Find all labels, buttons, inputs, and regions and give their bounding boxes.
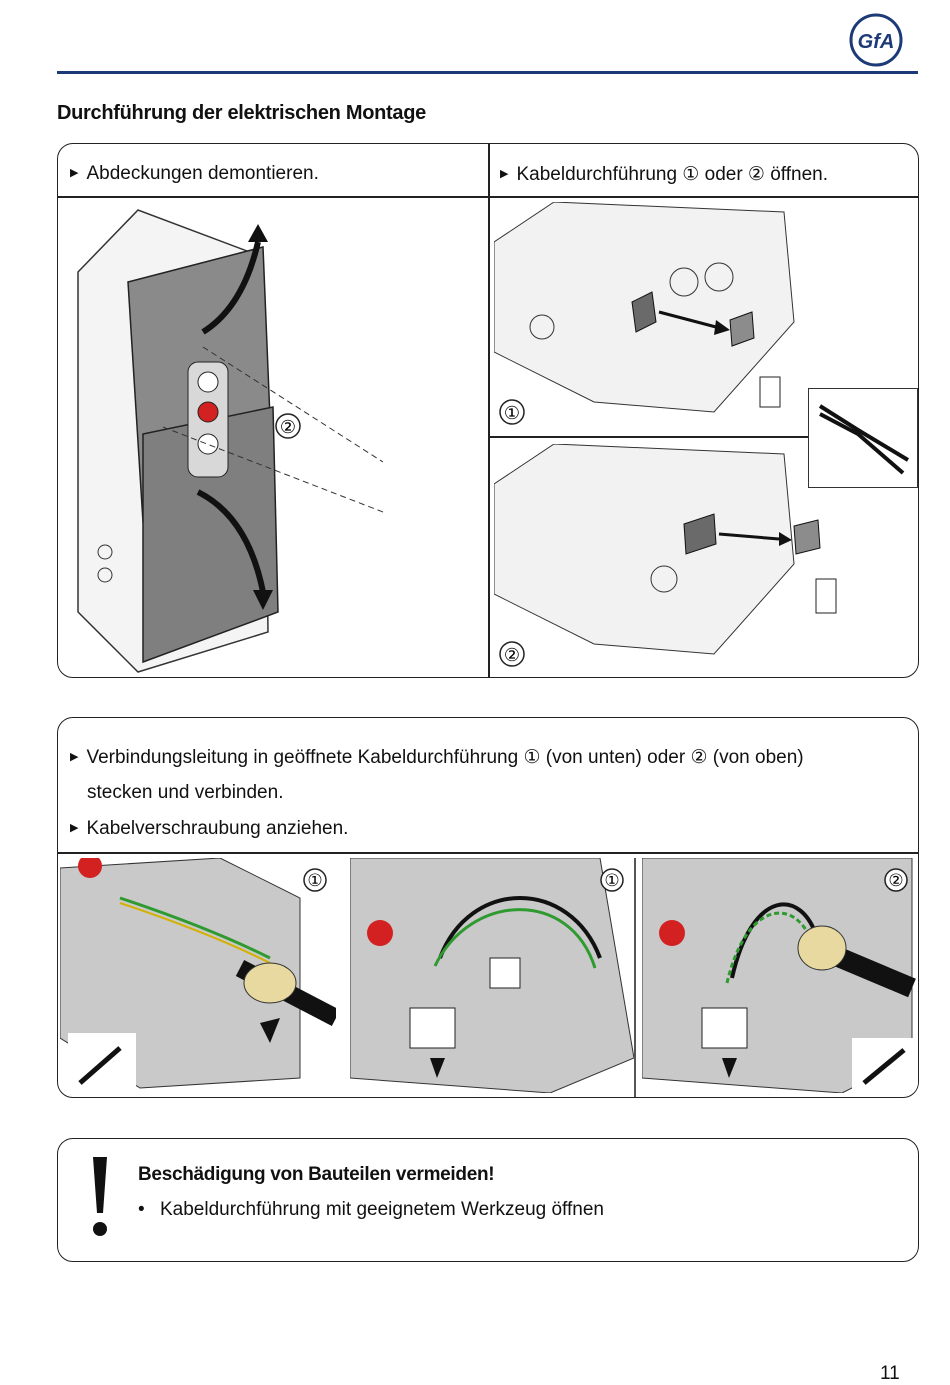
page-title: Durchführung der elektrischen Montage bbox=[57, 102, 426, 124]
step-text: Kabelverschraubung anziehen. bbox=[86, 818, 349, 839]
step-marker-icon: ▶ bbox=[70, 822, 79, 834]
step-text: Kabeldurchführung ① oder ② öffnen. bbox=[516, 164, 829, 185]
label-circle-icon bbox=[884, 868, 908, 892]
figure-label: ② bbox=[888, 871, 903, 890]
knockout-icon bbox=[650, 565, 678, 593]
figure-cable-entry-top: ② bbox=[494, 444, 837, 667]
label-circle-icon bbox=[275, 413, 301, 439]
cable-gland bbox=[243, 962, 297, 1004]
panel-divider bbox=[634, 858, 636, 1097]
figure-label: ② bbox=[504, 645, 520, 665]
figure-connect-panel-3: ② bbox=[642, 858, 918, 1093]
arrow-up-icon bbox=[201, 241, 261, 335]
arrowhead-icon bbox=[779, 532, 792, 546]
wrench-icon bbox=[68, 1033, 136, 1091]
step-open-cable-entry: ▶ Kabeldurchführung ① oder ② öffnen. bbox=[500, 163, 828, 186]
knockout-icon bbox=[704, 262, 734, 292]
gfa-logo: GfA bbox=[849, 13, 903, 67]
button-stop-icon bbox=[367, 920, 393, 946]
bin-icon bbox=[815, 578, 837, 614]
knockout-icon bbox=[529, 314, 555, 340]
lower-cover bbox=[142, 406, 279, 664]
figure-label: ① bbox=[504, 403, 520, 423]
housing-inside bbox=[60, 858, 301, 1089]
figure-connect-panel-2: ① bbox=[350, 858, 634, 1093]
page-number: 11 bbox=[880, 1363, 900, 1384]
wire-black bbox=[730, 902, 819, 979]
knockout-icon bbox=[669, 267, 699, 297]
connector-socket bbox=[489, 957, 521, 989]
bullet-icon: • bbox=[138, 1199, 145, 1220]
housing-open-view bbox=[494, 444, 795, 655]
box2-header-divider bbox=[58, 852, 918, 854]
box1-right-divider bbox=[488, 436, 808, 438]
button-stop-icon bbox=[659, 920, 685, 946]
step-text: Verbindungsleitung in geöffnete Kabeldur… bbox=[86, 747, 804, 768]
arrow-right-icon bbox=[658, 310, 717, 329]
warning-title: Beschädigung von Bauteilen vermeiden! bbox=[138, 1164, 495, 1185]
arrow-down-icon bbox=[196, 489, 266, 593]
figure-label: ① bbox=[604, 871, 619, 890]
wire-green bbox=[119, 896, 271, 960]
button-down-icon bbox=[197, 433, 219, 455]
arrowhead-icon bbox=[248, 224, 268, 242]
wire-green bbox=[725, 911, 814, 984]
wire-green bbox=[433, 908, 597, 969]
warning-item-text: Kabeldurchführung mit geeignetem Werkzeu… bbox=[160, 1199, 604, 1220]
step-text: Abdeckungen demontieren. bbox=[86, 163, 319, 184]
knockout-plug bbox=[683, 513, 717, 555]
arrow-right-icon bbox=[718, 532, 780, 541]
logo-text: GfA bbox=[858, 31, 895, 53]
label-circle-icon bbox=[499, 641, 525, 667]
label-circle-icon bbox=[499, 399, 525, 425]
connector-plug bbox=[701, 1007, 748, 1049]
bin-icon bbox=[759, 376, 781, 408]
step-box-remove-covers: ▶ Abdeckungen demontieren. ▶ Kabeldurchfüh… bbox=[57, 143, 919, 678]
step-marker-icon: ▶ bbox=[70, 167, 79, 179]
step-insert-cable-continued: stecken und verbinden. bbox=[87, 782, 284, 803]
figure-cable-entry-bottom: ① bbox=[494, 202, 795, 425]
arrow-down-icon bbox=[260, 1018, 280, 1043]
cable-gland bbox=[797, 925, 847, 971]
removed-plug bbox=[793, 519, 821, 555]
exclamation-icon bbox=[93, 1157, 107, 1236]
wire-black bbox=[438, 896, 602, 959]
knockout-icon bbox=[97, 567, 113, 583]
step-marker-icon: ▶ bbox=[70, 751, 79, 763]
arrow-down-icon bbox=[722, 1058, 737, 1078]
screw-axis-line bbox=[202, 346, 384, 463]
figure-label: ② bbox=[280, 417, 296, 437]
wrench-icon bbox=[852, 1038, 918, 1093]
figure-pliers-inset bbox=[808, 388, 918, 488]
figure-housing-covers: ② ① bbox=[77, 209, 384, 673]
knockout-icon bbox=[97, 544, 113, 560]
step-box-connect-cable: ▶ Verbindungsleitung in geöffnete Kabeldu… bbox=[57, 717, 919, 1098]
header-rule bbox=[57, 71, 918, 74]
arrow-down-icon bbox=[430, 1058, 445, 1078]
pliers-icon bbox=[818, 404, 910, 475]
button-up-icon bbox=[197, 371, 219, 393]
warning-box: Beschädigung von Bauteilen vermeiden! • K… bbox=[57, 1138, 919, 1262]
connector-plug bbox=[409, 1007, 456, 1049]
removed-plug bbox=[729, 311, 755, 347]
step-marker-icon: ▶ bbox=[500, 168, 509, 180]
step-remove-covers: ▶ Abdeckungen demontieren. bbox=[70, 163, 319, 185]
arrowhead-icon bbox=[253, 590, 273, 610]
wire-yellow bbox=[119, 902, 271, 964]
box1-column-divider bbox=[488, 144, 490, 677]
knockout-plug bbox=[631, 291, 657, 333]
step-tighten-gland: ▶ Kabelverschraubung anziehen. bbox=[70, 818, 348, 840]
label-circle-icon bbox=[600, 868, 624, 892]
arrowhead-icon bbox=[714, 320, 730, 335]
button-stop-icon bbox=[78, 858, 102, 878]
figure-connect-panel-1: ① bbox=[60, 858, 336, 1091]
label-circle-icon bbox=[303, 868, 327, 892]
step-insert-cable: ▶ Verbindungsleitung in geöffnete Kabeldu… bbox=[70, 746, 804, 769]
warning-list-item: • Kabeldurchführung mit geeignetem Werkze… bbox=[138, 1199, 604, 1221]
figure-label: ① bbox=[307, 871, 322, 890]
button-stop-icon bbox=[197, 401, 219, 423]
